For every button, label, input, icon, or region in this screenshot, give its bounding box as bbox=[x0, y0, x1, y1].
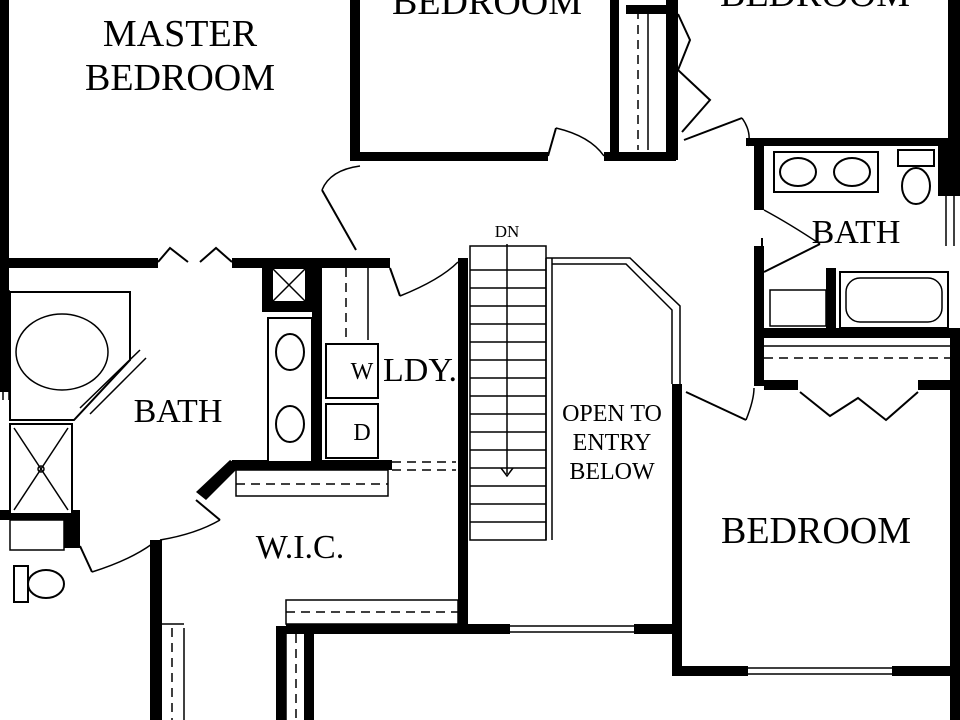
master-bedroom-label-line1: MASTER bbox=[103, 13, 258, 55]
dryer-label: D bbox=[353, 420, 370, 446]
top-center-bedroom-label: BEDROOM bbox=[392, 0, 582, 23]
stair-direction-label: DN bbox=[495, 222, 520, 241]
thin-details bbox=[2, 10, 955, 720]
room-labels: MASTER BEDROOM BEDROOM BEDROOM BATH BATH… bbox=[85, 0, 911, 566]
washer-label: W bbox=[351, 359, 374, 385]
open-to-entry-line3: BELOW bbox=[569, 459, 655, 485]
stair-arrow-head bbox=[500, 467, 514, 478]
fixtures bbox=[9, 149, 949, 603]
master-bath-label: BATH bbox=[134, 393, 223, 430]
bottom-right-bedroom-label: BEDROOM bbox=[721, 510, 911, 552]
top-right-bedroom-label: BEDROOM bbox=[720, 0, 910, 15]
walk-in-closet-label: W.I.C. bbox=[256, 529, 344, 566]
laundry-label: LDY. bbox=[383, 352, 457, 389]
master-bedroom-label-line2: BEDROOM bbox=[85, 57, 275, 99]
staircase bbox=[469, 244, 547, 541]
open-to-entry-line1: OPEN TO bbox=[562, 401, 662, 427]
open-to-entry-line2: ENTRY bbox=[573, 430, 652, 456]
right-bath-label: BATH bbox=[812, 214, 901, 251]
doors bbox=[79, 13, 919, 573]
